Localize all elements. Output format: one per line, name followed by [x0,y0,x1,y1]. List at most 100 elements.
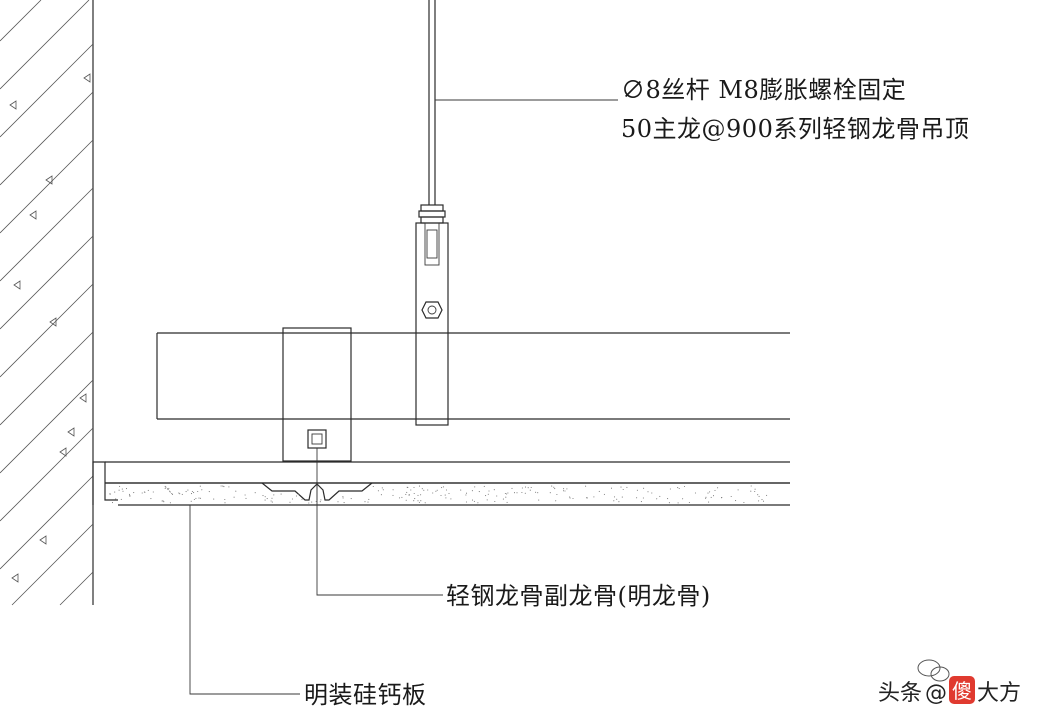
board-speckle-dot [758,500,760,502]
board-speckle-dot [392,489,394,491]
wall-aggregate [9,73,91,583]
watermark: 头条 @ 傻 大方 [878,659,1021,706]
board-speckle-dot [224,502,226,504]
board-speckle-dot [199,497,202,499]
board-speckle-dot [125,488,128,490]
board-speckle-dot [521,491,523,494]
board-speckle-dot [405,499,407,501]
board-speckle-dot [414,498,416,500]
wall-hatch-line [0,331,94,426]
board-speckle-dot [683,485,686,488]
board-speckle-dot [524,486,527,488]
board-speckle-dot [235,490,237,492]
board-speckle-dot [150,498,152,500]
board-speckle-dot [485,495,487,497]
board-speckle-dot [298,493,300,495]
board-speckle-dot [551,485,553,487]
wall-hatch-line [0,139,94,234]
board-speckle-dot [754,488,756,490]
board-speckle-dot [201,489,203,491]
board-speckle-dot [129,495,131,497]
board-speckle-dot [122,490,124,492]
board-speckle-dot [380,494,382,496]
board-speckle-dot [121,488,123,490]
board-speckle-dot [758,495,760,497]
keel-clip [282,327,352,500]
board-speckle-dot [493,489,495,491]
board-speckle-dot [405,493,407,495]
board-speckle-dot [717,487,719,489]
board-speckle-dot [171,493,173,495]
board-speckle-dot [603,493,605,495]
board-speckle-dot [516,492,518,494]
watermark-badge-bg [949,676,975,704]
wechat-icon [917,659,950,682]
board-speckle-dot [418,501,420,503]
board-speckle-dot [636,489,638,491]
board-speckle-dot [682,498,684,500]
wall-hatch-line [11,523,94,606]
board-speckle-dot [694,492,697,494]
board-speckle-dot [311,501,313,503]
board-speckle-dot [737,489,739,491]
board-speckle-dot [553,486,555,488]
board-speckle-dot [556,493,558,496]
board-speckle-dot [448,492,450,495]
board-speckle-dot [460,489,462,491]
board-speckle-dot [555,500,557,502]
board-speckle-dot [620,486,622,488]
board-speckle-dot [166,488,168,490]
board-speckle-dot [529,489,531,491]
board-speckle-dot [228,486,230,488]
board-speckle-dot [440,494,442,497]
board-speckle-dot [593,496,595,498]
board-speckle-dot [367,501,369,503]
board-speckle-dot [161,500,163,502]
board-speckle-dot [585,497,588,499]
board-speckle-dot [506,501,508,503]
board-speckle-dot [757,494,759,496]
aggregate-mark [13,280,21,290]
board-speckle-dot [678,487,680,490]
board-speckle-dot [271,497,273,499]
aggregate-mark [83,73,91,83]
board-speckle-dot [118,489,120,491]
aggregate-mark [11,573,19,583]
rod-spec-label: ∅8丝杆 M8膨胀螺栓固定 [621,76,906,104]
board-speckle-dot [478,491,480,493]
board-speckle-dot [195,497,197,499]
aggregate-mark [45,175,53,185]
wall-hatch-line [0,43,94,138]
wall-hatch-line [0,91,94,186]
board-speckle-dot [254,492,256,494]
calcium-silicate-board [105,482,790,506]
board-speckle-dot [147,489,149,491]
board-speckle-dot [477,502,479,504]
board-speckle-dot [133,492,135,494]
board-speckle-dot [613,500,615,502]
board-speckle-dot [427,489,429,491]
board-speckle-dot [564,490,566,492]
wall-hatch-line [0,187,94,282]
concrete-wall [0,0,94,606]
board-speckle-dot [537,492,539,494]
board-speckle-dot [222,485,224,487]
board-speckle-dot [111,502,114,504]
board-speckle-dot [436,489,438,491]
board-speckle-dot [566,488,568,490]
board-speckle-dot [471,490,473,492]
board-speckle-dot [705,497,707,499]
board-speckle-dot [668,502,670,504]
board-speckle-dot [642,497,644,499]
board-speckle-dot [505,496,507,498]
board-speckle-dot [622,488,624,491]
board-speckle-dot [169,491,171,493]
ceiling-system-label: 50主龙@900系列轻钢龙骨吊顶 [621,115,969,143]
board-speckle-dot [450,498,452,500]
board-speckle-dot [465,501,468,503]
board-speckle-dot [585,485,587,487]
board-speckle-dot [165,486,167,488]
board-speckle-dot [563,488,565,490]
board-speckle-dot [506,493,508,495]
board-speckle-dot [245,497,247,499]
